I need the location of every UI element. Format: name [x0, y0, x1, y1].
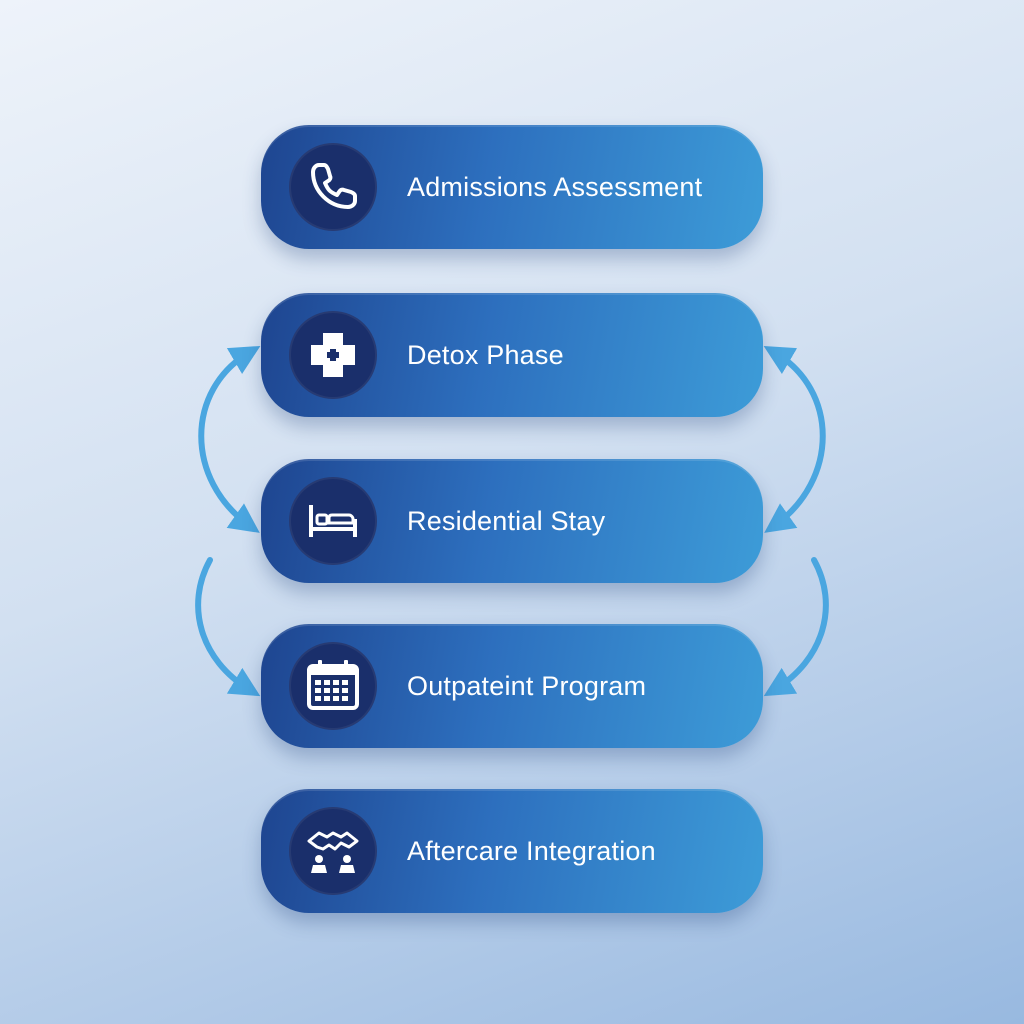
step-aftercare-integration: Aftercare Integration: [261, 789, 763, 913]
step-label: Aftercare Integration: [407, 836, 656, 866]
step-label: Detox Phase: [407, 340, 564, 370]
bed-icon: [289, 477, 377, 565]
step-admissions-assessment: Admissions Assessment: [261, 125, 763, 249]
arrow-left-residential-outpatient: [195, 557, 261, 697]
step-label: Outpateint Program: [407, 671, 647, 701]
calendar-icon: [289, 642, 377, 730]
step-label: Residential Stay: [407, 506, 606, 536]
arrow-right-residential-outpatient: [763, 557, 829, 697]
support-group-icon: [289, 807, 377, 895]
step-outpatient-program: Outpateint Program: [261, 624, 763, 748]
step-residential-stay: Residential Stay: [261, 459, 763, 583]
phone-icon: [289, 143, 377, 231]
step-detox-phase: Detox Phase: [261, 293, 763, 417]
medical-cross-icon: [289, 311, 377, 399]
arrow-left-detox-residential: [198, 345, 261, 533]
arrow-right-detox-residential: [763, 345, 826, 533]
step-label: Admissions Assessment: [407, 172, 703, 202]
